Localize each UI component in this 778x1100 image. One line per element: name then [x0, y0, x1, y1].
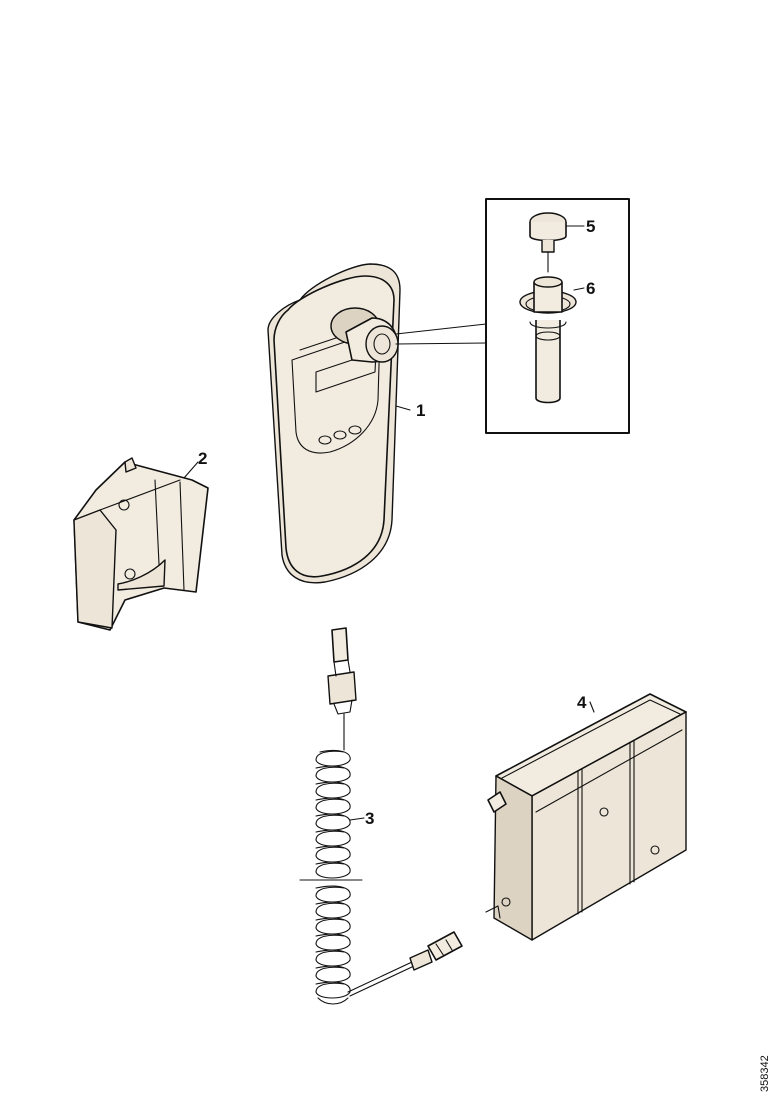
part-5-cap	[529, 212, 567, 273]
callout-6: 6	[586, 279, 595, 298]
callout-leaders	[183, 225, 595, 821]
figure-code: 358342	[759, 1055, 771, 1092]
detail-inset-box	[485, 198, 630, 434]
callout-4: 4	[577, 693, 587, 712]
callout-5: 5	[586, 217, 595, 236]
part-2-holder-bracket	[73, 457, 209, 631]
part-1-handheld-unit	[267, 263, 401, 584]
cable-coils	[299, 749, 363, 1005]
callout-3: 3	[365, 809, 374, 828]
part-6-mouthpiece	[519, 276, 577, 404]
callout-2: 2	[198, 449, 207, 468]
part-4-battery-box	[485, 693, 687, 941]
callout-1: 1	[416, 401, 425, 420]
part-3-coiled-cable	[299, 627, 463, 1005]
